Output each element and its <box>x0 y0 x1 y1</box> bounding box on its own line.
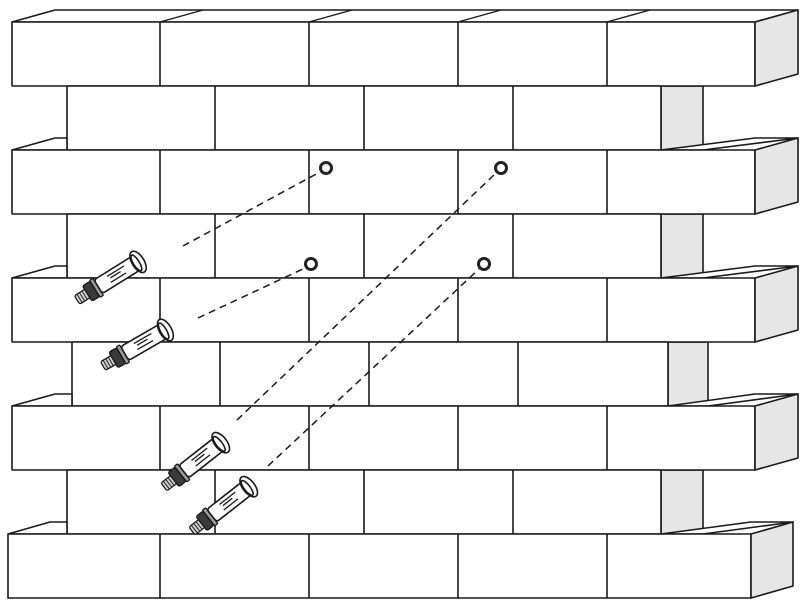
insertion-guide-lines <box>182 171 497 467</box>
brick-course-7 <box>11 393 799 471</box>
brick-course-5 <box>11 265 799 343</box>
recess-course-8 <box>660 469 704 535</box>
guide-line-1 <box>182 171 321 247</box>
brick-course-6 <box>71 341 669 407</box>
brick-course-1 <box>11 9 799 87</box>
drill-hole-1 <box>319 161 333 175</box>
drill-hole-3 <box>304 257 318 271</box>
drill-hole-4 <box>477 257 491 271</box>
guide-line-2 <box>197 267 306 319</box>
brick-course-9 <box>7 521 794 599</box>
brick-course-3 <box>11 137 799 215</box>
recess-course-6 <box>667 341 709 407</box>
course-1-top-face <box>11 9 799 23</box>
brick-course-2 <box>66 85 662 151</box>
recess-course-4 <box>660 213 704 279</box>
course-1-side-face <box>754 9 799 87</box>
course-1-front <box>11 21 756 87</box>
brick-course-8 <box>66 469 662 535</box>
guide-line-4 <box>267 268 480 467</box>
recess-course-2 <box>660 85 704 151</box>
drill-hole-2 <box>494 161 508 175</box>
drill-holes <box>304 161 508 271</box>
brick-course-4 <box>66 213 662 279</box>
